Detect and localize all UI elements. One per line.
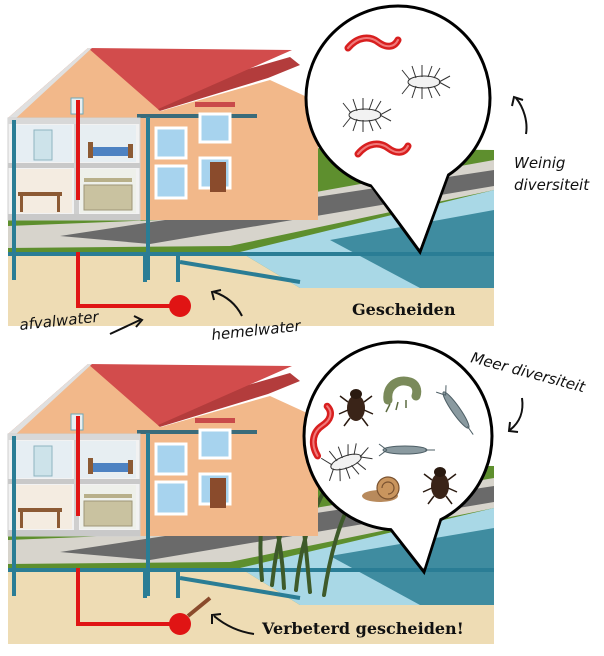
scene-improved-separated: Verbeterd gescheiden! Meer diversiteit: [6, 340, 588, 644]
arrow-wastewater: [109, 315, 144, 335]
arrow-improved: [211, 613, 255, 635]
arrow-rainwater: [210, 289, 243, 317]
caption-improved-separated: Verbeterd gescheiden!: [261, 619, 464, 638]
arrow-more-diversity: [507, 397, 524, 433]
scene-separated: Gescheiden afvalwater hemelwater Weinig …: [6, 4, 590, 344]
note-little-diversity-1: Weinig: [514, 154, 565, 172]
note-more-diversity: Meer diversiteit: [469, 348, 588, 396]
note-little-diversity-2: diversiteit: [514, 176, 590, 194]
caption-separated: Gescheiden: [352, 300, 456, 319]
arrow-little-diversity: [511, 95, 528, 135]
